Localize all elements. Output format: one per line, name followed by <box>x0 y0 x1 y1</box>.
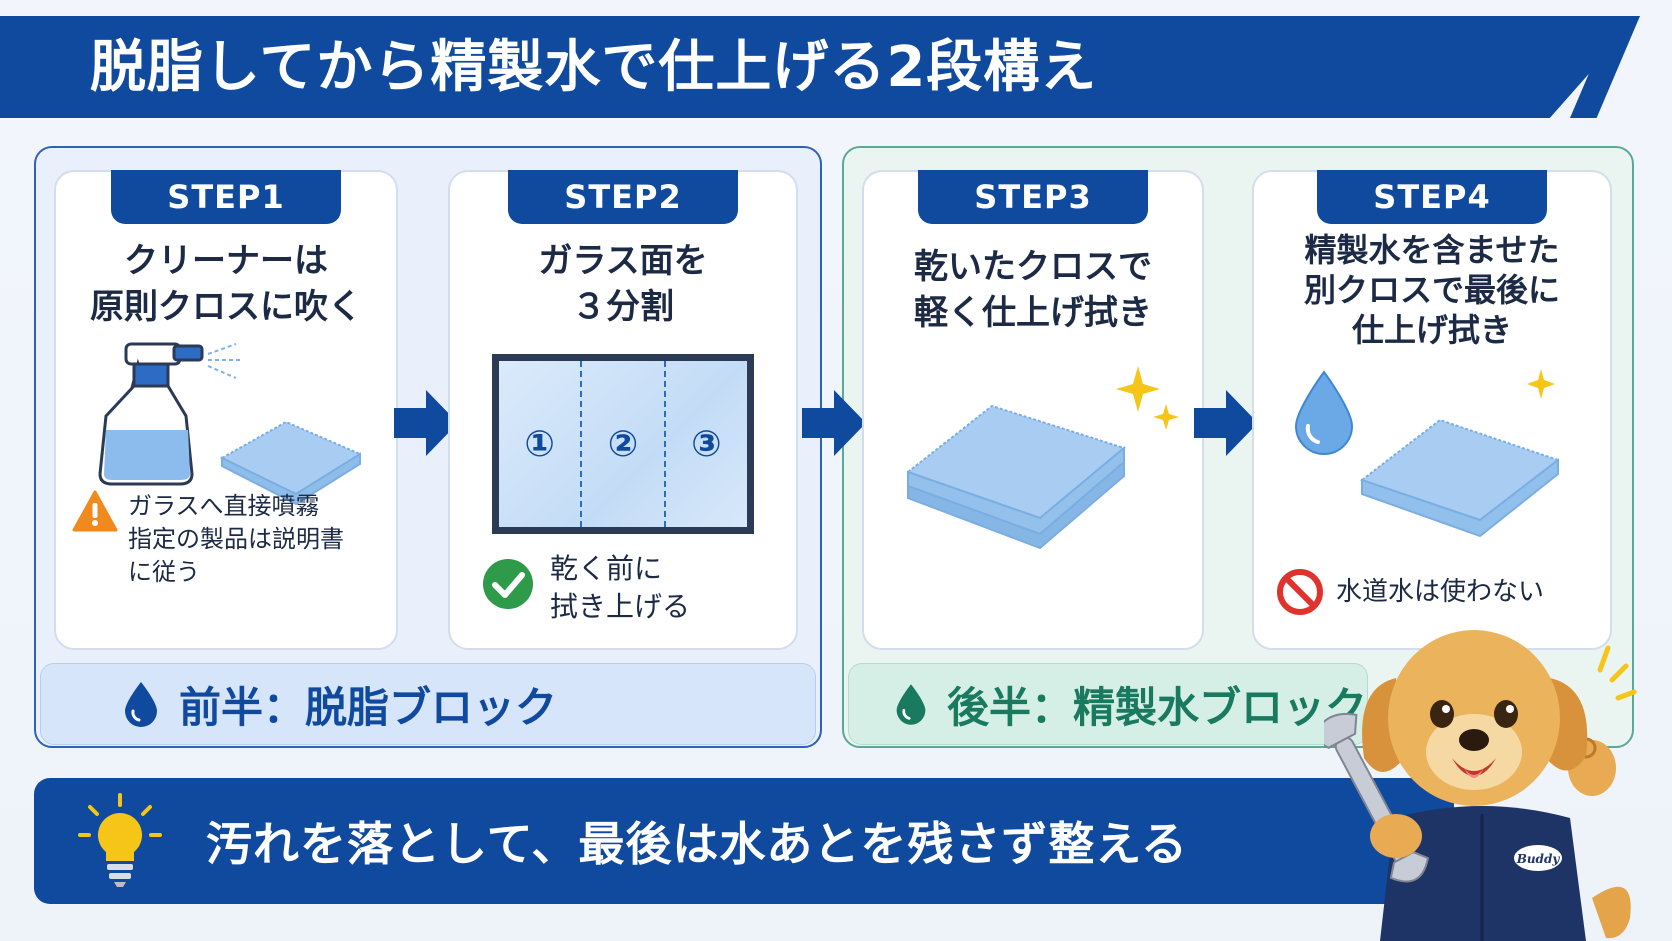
header-banner <box>0 16 1640 118</box>
warning-icon <box>72 490 118 532</box>
water-drop-icon <box>1294 370 1354 455</box>
glass-section: ② <box>582 361 666 527</box>
step-note: ガラスへ直接噴霧 指定の製品は説明書 に従う <box>72 490 344 589</box>
glass-section: ③ <box>691 423 722 465</box>
group-label-first: 前半：脱脂ブロック <box>40 663 816 745</box>
cloth-icon <box>905 404 1127 550</box>
step-badge: STEP4 <box>1317 170 1547 224</box>
cloth-icon <box>1359 418 1561 538</box>
step-title: ガラス面を ３分割 <box>538 241 708 327</box>
step-badge: STEP3 <box>918 170 1148 224</box>
step-title: 乾いたクロスで 軽く仕上げ拭き <box>914 247 1152 333</box>
step-card-4: STEP4 精製水を含ませた 別クロスで最後に 仕上げ拭き 水道水は使わない <box>1252 170 1612 650</box>
spray-bottle-icon <box>98 342 242 486</box>
step-badge: STEP1 <box>111 170 341 224</box>
step-badge: STEP2 <box>508 170 738 224</box>
dog-mascot-illustration: Buddy <box>1324 630 1637 941</box>
group-label-second: 後半：精製水ブロック <box>848 663 1368 745</box>
mascot-badge: Buddy <box>1516 852 1561 866</box>
step-note: 水道水は使わない <box>1276 568 1544 616</box>
glass-section: ① <box>499 361 583 527</box>
step-card-1: STEP1 クリーナーは 原則クロスに吹く ガラスへ直接噴霧 指定の製品は説明書… <box>54 170 398 650</box>
arrow-right-icon <box>802 390 866 456</box>
water-drop-icon <box>896 684 926 725</box>
check-icon <box>483 559 533 609</box>
sparkle-icon <box>1116 366 1179 430</box>
page-title: 脱脂してから精製水で仕上げる2段構え <box>90 35 1098 100</box>
step-card-3: STEP3 乾いたクロスで 軽く仕上げ拭き <box>862 170 1204 650</box>
arrow-right-icon <box>1194 390 1258 456</box>
glass-panel: ① ② ③ <box>492 354 754 534</box>
step-note: 乾く前に 拭き上げる <box>482 550 690 626</box>
prohibited-icon <box>1277 569 1323 615</box>
summary-banner: 汚れを落として、最後は水あとを残さず整える <box>34 778 1454 904</box>
summary-text: 汚れを落として、最後は水あとを残さず整える <box>206 817 1188 871</box>
water-drop-icon <box>125 682 157 727</box>
sparkle-icon <box>1527 369 1555 399</box>
cloth-icon <box>219 420 363 506</box>
step-title: 精製水を含ませた 別クロスで最後に 仕上げ拭き <box>1303 231 1560 349</box>
step-title: クリーナーは 原則クロスに吹く <box>90 241 362 327</box>
group-label-second-text: 後半：精製水ブロック <box>946 682 1367 732</box>
step-card-2: STEP2 ガラス面を ３分割 ① ② ③ 乾く前に 拭き上げる <box>448 170 798 650</box>
lightbulb-icon <box>78 793 162 887</box>
group-label-first-text: 前半：脱脂ブロック <box>179 682 558 732</box>
arrow-right-icon <box>394 390 458 456</box>
